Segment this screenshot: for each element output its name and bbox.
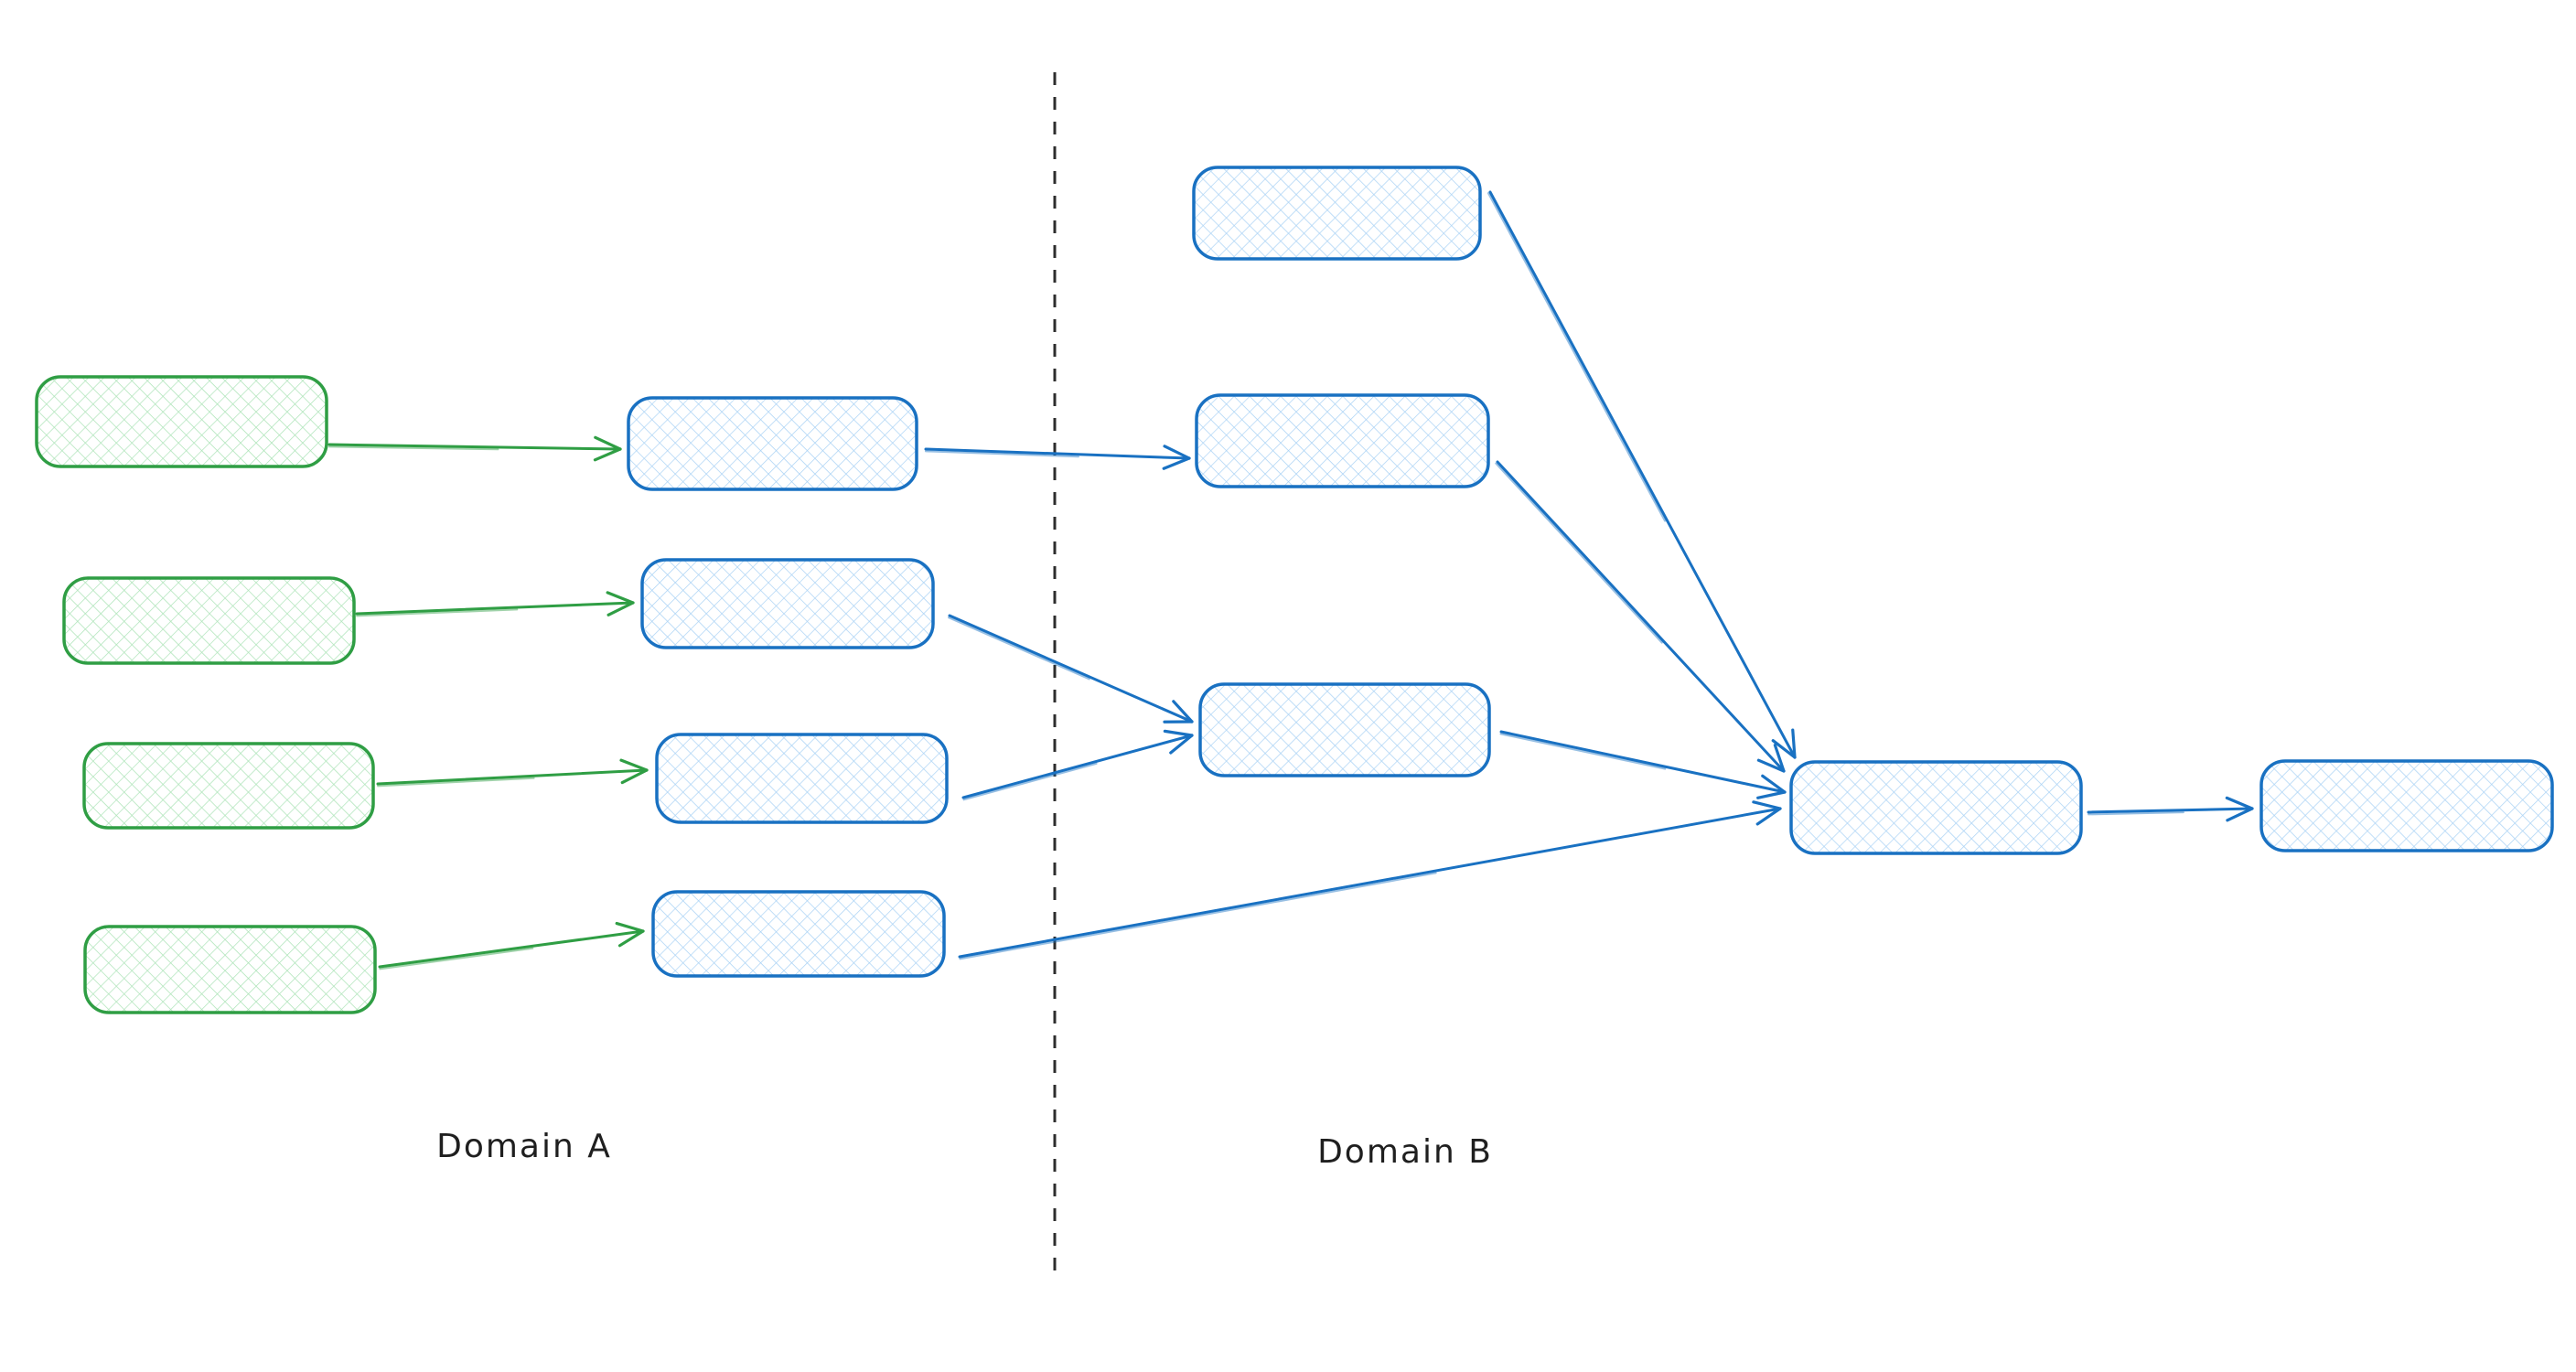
edge-green-3-to-a3[interactable]: [376, 758, 649, 788]
label-domain-a[interactable]: Domain A: [436, 1128, 612, 1165]
labels-layer: Domain A Domain B: [436, 1128, 1493, 1171]
edge-green-2-to-a2[interactable]: [355, 591, 635, 617]
edge-a3-to-b3[interactable]: [961, 729, 1194, 801]
edge-merge-to-out[interactable]: [2087, 796, 2254, 822]
node-domain-a-blue-3[interactable]: [655, 733, 949, 824]
node-domain-b-blue-3[interactable]: [1198, 682, 1491, 777]
node-domain-b-blue-1[interactable]: [1192, 166, 1482, 261]
node-output-node[interactable]: [2259, 759, 2554, 852]
edge-b2-to-merge[interactable]: [1495, 460, 1786, 773]
edge-a1-to-b2[interactable]: [924, 445, 1191, 470]
label-domain-b[interactable]: Domain B: [1317, 1133, 1493, 1171]
node-domain-a-blue-2[interactable]: [640, 558, 935, 649]
node-merge-node[interactable]: [1789, 760, 2083, 855]
node-domain-a-blue-1[interactable]: [627, 396, 918, 491]
edge-a4-to-merge[interactable]: [958, 800, 1782, 960]
node-green-3[interactable]: [82, 742, 375, 830]
node-green-4[interactable]: [83, 925, 377, 1014]
node-domain-a-blue-4[interactable]: [651, 890, 946, 978]
edge-b3-to-merge[interactable]: [1499, 730, 1787, 799]
edge-green-4-to-a4[interactable]: [378, 921, 645, 970]
edge-a2-to-b3[interactable]: [948, 614, 1194, 724]
node-green-1[interactable]: [35, 375, 328, 468]
node-green-2[interactable]: [62, 576, 356, 665]
edge-green-1-to-a1[interactable]: [327, 435, 622, 462]
node-domain-b-blue-2[interactable]: [1195, 393, 1490, 488]
edge-b1-to-merge[interactable]: [1487, 190, 1797, 759]
nodes-layer: [35, 166, 2554, 1014]
edges-layer: [327, 190, 2254, 970]
